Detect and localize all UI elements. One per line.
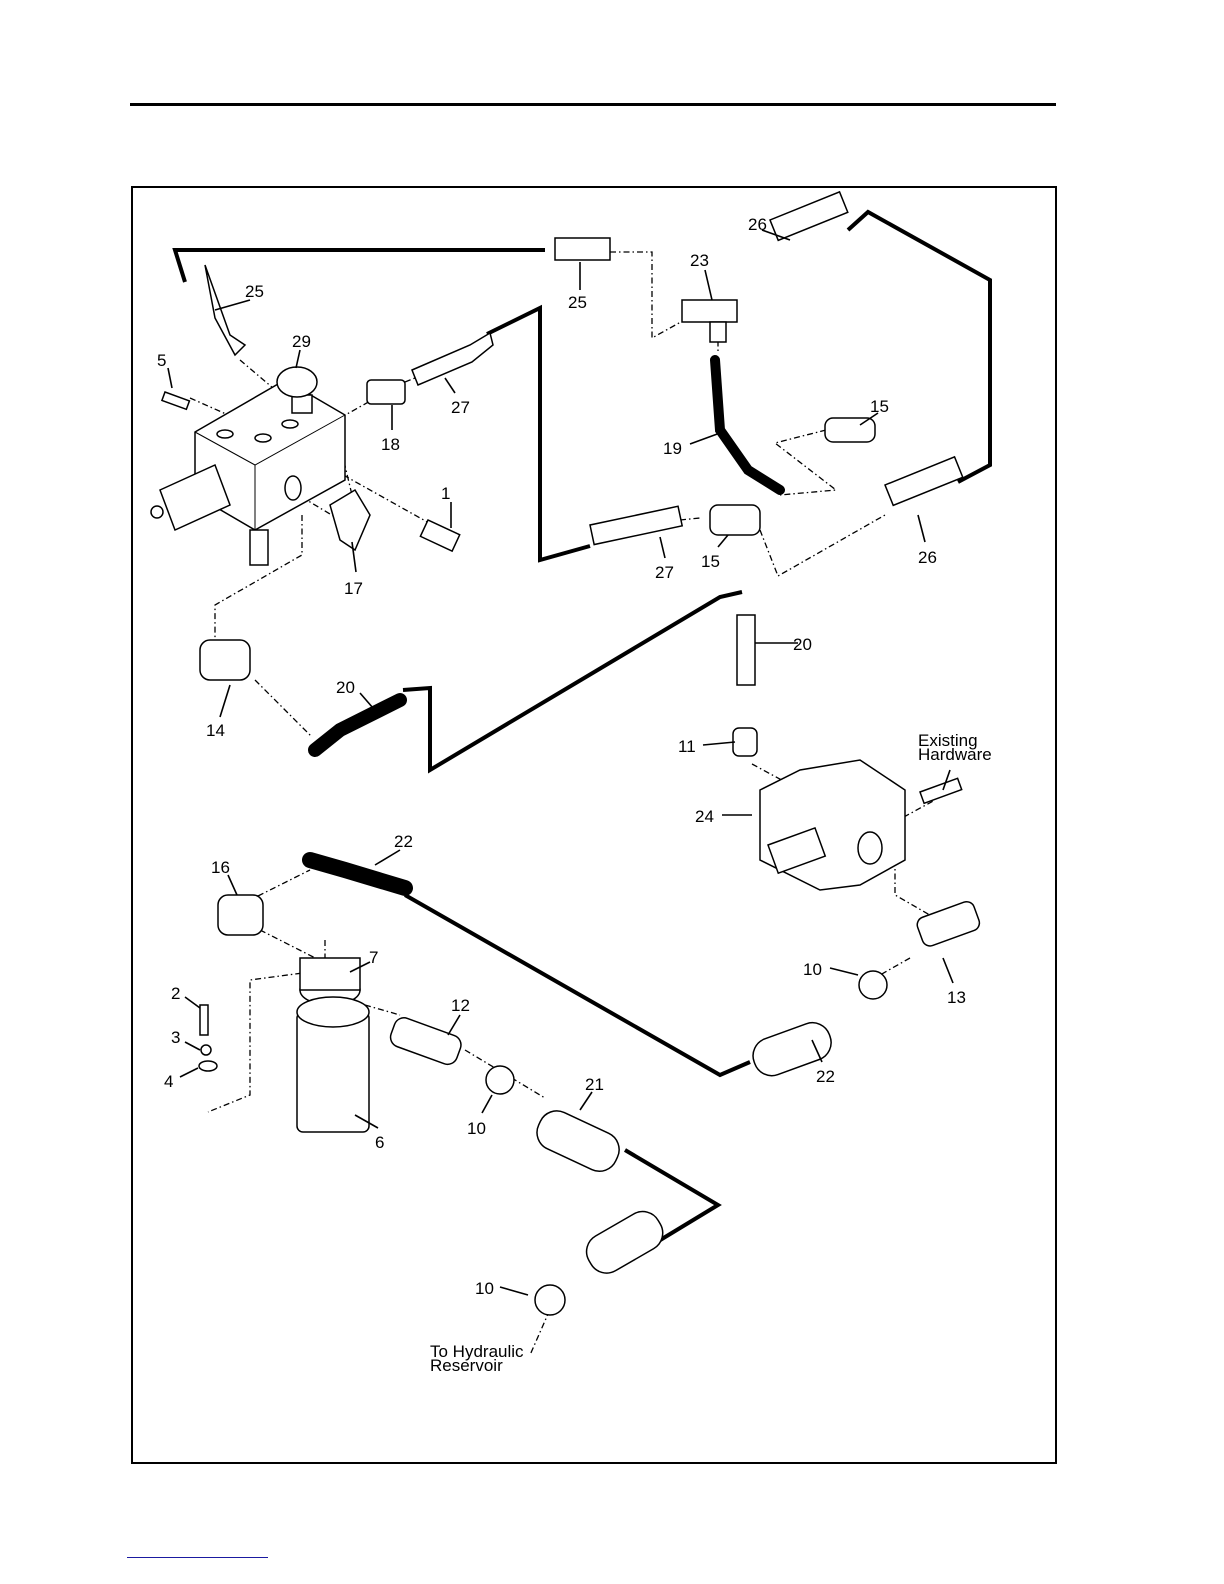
hose-end-25b [554, 237, 611, 261]
callout-20: 20 [793, 635, 812, 654]
callout-2: 2 [171, 984, 180, 1003]
callout-24: 24 [695, 807, 714, 826]
callout-13: 13 [947, 988, 966, 1007]
bolt-2 [199, 1004, 209, 1036]
hose-lines [172, 209, 992, 1247]
callout-10: 10 [467, 1119, 486, 1138]
callout-11: 11 [678, 737, 696, 756]
elbow-13 [916, 900, 981, 947]
callout-16: 16 [211, 858, 230, 877]
callout-14: 14 [206, 721, 225, 740]
header-rule [130, 103, 1056, 106]
callout-labels: 25 25 23 26 29 5 27 18 15 19 1 17 27 15 … [157, 215, 992, 1375]
callout-18: 18 [381, 435, 400, 454]
parts [150, 190, 981, 1316]
elbow-11 [732, 727, 758, 757]
callout-15: 15 [701, 552, 720, 571]
existing-hardware-label: Hardware [918, 745, 992, 764]
callout-25: 25 [568, 293, 587, 312]
fitting-17 [329, 488, 371, 552]
callout-10: 10 [475, 1279, 494, 1298]
callout-15: 15 [870, 397, 889, 416]
clamp-10c [534, 1284, 566, 1316]
washer-3 [200, 1044, 212, 1056]
hose-end-20a [308, 693, 407, 757]
diagram-frame [131, 186, 1057, 1464]
callout-12: 12 [451, 996, 470, 1015]
reservoir-label: Reservoir [430, 1356, 503, 1375]
elbow-16 [217, 894, 264, 936]
footer-link-underline[interactable] [127, 1557, 268, 1558]
fitting-1 [419, 519, 461, 553]
tube-19 [710, 355, 785, 495]
hose-end-25a [204, 264, 247, 357]
callout-6: 6 [375, 1133, 384, 1152]
elbow-15a [824, 417, 876, 443]
callout-27: 27 [655, 563, 674, 582]
callout-25: 25 [245, 282, 264, 301]
hose-end-22a [302, 852, 413, 896]
leader-lines [167, 229, 954, 1296]
callout-21: 21 [585, 1075, 604, 1094]
existing-hardware-label: Existing [918, 731, 978, 750]
callout-1: 1 [441, 484, 450, 503]
elbow-14 [199, 639, 251, 681]
callout-17: 17 [344, 579, 363, 598]
callout-7: 7 [369, 948, 378, 967]
callout-22: 22 [816, 1067, 835, 1086]
reservoir-label: To Hydraulic [430, 1342, 524, 1361]
hose-21-lower [585, 1210, 664, 1274]
callout-22: 22 [394, 832, 413, 851]
callout-4: 4 [164, 1072, 173, 1091]
callout-27: 27 [451, 398, 470, 417]
callout-26: 26 [918, 548, 937, 567]
clamp-10a [485, 1065, 515, 1095]
hose-end-20b [736, 614, 756, 686]
tee-23-leg [709, 321, 727, 343]
hose-end-26b [884, 455, 964, 507]
callout-3: 3 [171, 1028, 180, 1047]
callout-5: 5 [157, 351, 166, 370]
clamp-10b [858, 970, 888, 1000]
callout-10: 10 [803, 960, 822, 979]
callout-23: 23 [690, 251, 709, 270]
elbow-15b [709, 504, 761, 536]
tee-23 [681, 299, 738, 323]
hose-end-27b [589, 505, 684, 546]
hose-end-26a [769, 190, 849, 242]
callout-19: 19 [663, 439, 682, 458]
bolt-5 [160, 391, 191, 411]
callout-20: 20 [336, 678, 355, 697]
pump-24 [759, 759, 906, 891]
callout-29: 29 [292, 332, 311, 351]
fitting-12 [389, 1017, 462, 1066]
callout-26: 26 [748, 215, 767, 234]
valve-block [150, 379, 346, 566]
hose-end-27a [411, 331, 494, 386]
filter-6 [296, 996, 370, 1133]
adapter-18 [366, 379, 406, 405]
hose-22b [752, 1021, 832, 1077]
knob-29 [276, 366, 318, 414]
hose-21 [536, 1110, 620, 1173]
washer-4 [198, 1060, 218, 1072]
bolt-existing [919, 777, 963, 805]
